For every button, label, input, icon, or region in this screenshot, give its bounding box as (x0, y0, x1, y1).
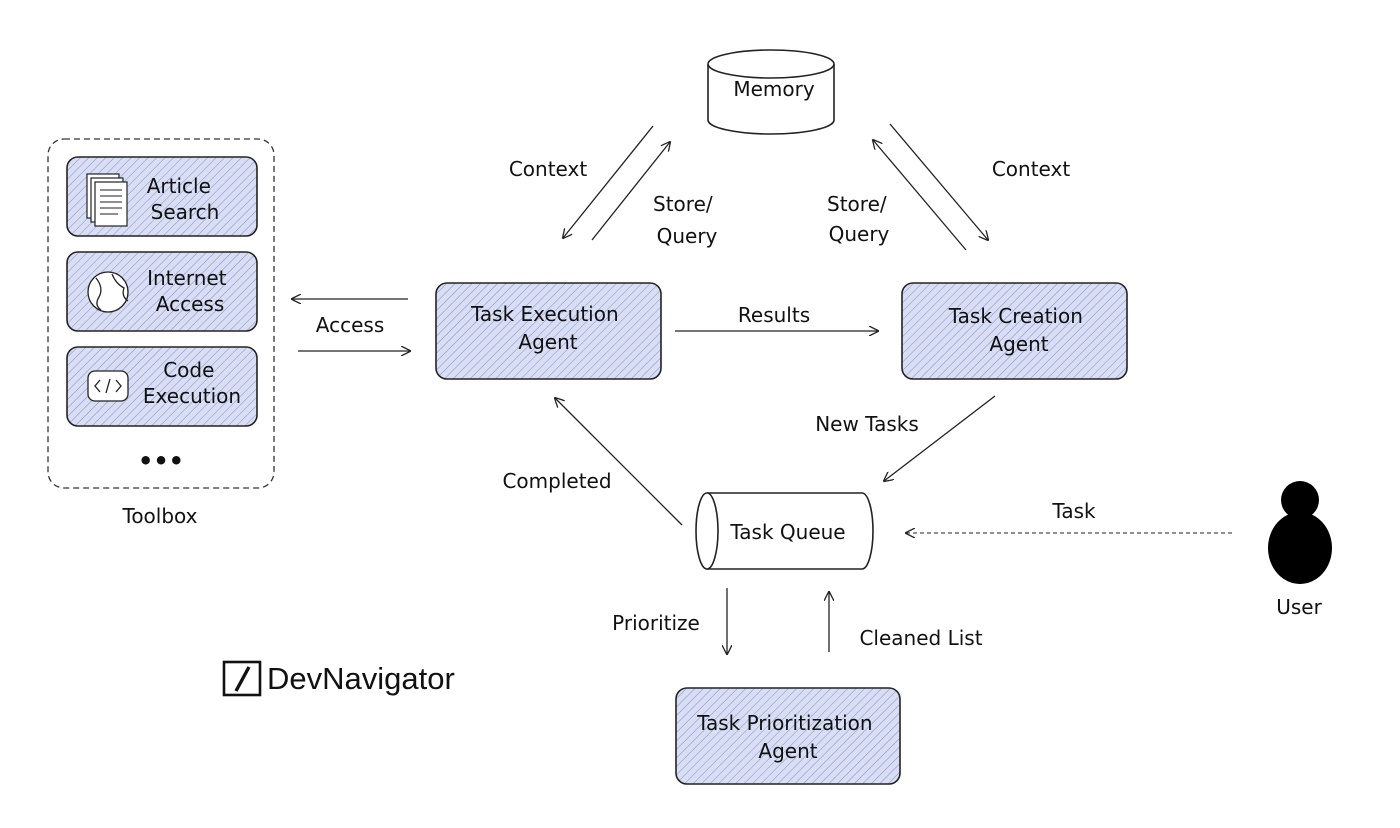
edge-memory-to-creation (889, 123, 988, 240)
task-queue-node[interactable]: Task Queue (695, 492, 874, 570)
user-actor[interactable]: User (1268, 481, 1332, 619)
tool-article-search-label: Article Search (147, 174, 220, 224)
label-access: Access (316, 313, 384, 337)
memory-label: Memory (733, 77, 815, 101)
task-queue-label: Task Queue (729, 520, 845, 544)
label-prioritize: Prioritize (612, 611, 700, 635)
task-execution-agent-label: Task Execution Agent (470, 302, 625, 354)
user-icon (1268, 481, 1332, 584)
globe-icon (87, 271, 129, 313)
tool-code-execution-label: Code Execution (143, 358, 241, 408)
tool-code-execution[interactable]: Code Execution (66, 346, 258, 427)
label-new-tasks: New Tasks (815, 412, 919, 436)
edge-queue-to-execution (555, 398, 683, 526)
edge-creation-to-queue (884, 395, 996, 481)
label-context-left: Context (509, 157, 588, 181)
label-context-right: Context (992, 157, 1071, 181)
edge-memory-to-execution (563, 125, 654, 238)
code-icon (87, 370, 129, 402)
toolbox-title: Toolbox (122, 504, 198, 528)
brand-name: DevNavigator (267, 661, 455, 696)
edge-execution-to-memory (591, 142, 670, 241)
slash-logo-icon (222, 660, 262, 697)
task-prioritization-agent[interactable]: Task Prioritization Agent (675, 687, 901, 785)
edge-labels: Context Store/ Query Store/ Query Contex… (316, 157, 1096, 650)
task-execution-agent[interactable]: Task Execution Agent (435, 282, 662, 380)
document-stack-icon (86, 173, 128, 227)
tool-internet-access-label: Internet Access (147, 266, 233, 316)
label-cleaned-list: Cleaned List (859, 626, 982, 650)
toolbox: Article Search Internet Access (47, 138, 275, 528)
tool-article-search[interactable]: Article Search (66, 156, 258, 237)
brand-logo: DevNavigator (222, 660, 455, 697)
edges (292, 123, 1232, 654)
label-task: Task (1051, 499, 1096, 523)
task-prioritization-agent-label: Task Prioritization Agent (696, 711, 879, 763)
label-completed: Completed (502, 469, 611, 493)
label-store-query-right: Store/ Query (827, 192, 893, 246)
memory-node[interactable]: Memory (707, 49, 835, 135)
label-results: Results (738, 303, 810, 327)
user-label: User (1276, 595, 1322, 619)
toolbox-more-ellipsis: ••• (138, 447, 184, 475)
label-store-query-left: Store/ Query (653, 192, 719, 248)
tool-internet-access[interactable]: Internet Access (66, 251, 258, 332)
edge-creation-to-memory (873, 140, 967, 251)
task-creation-agent[interactable]: Task Creation Agent (901, 282, 1128, 380)
task-creation-agent-label: Task Creation Agent (948, 304, 1090, 356)
